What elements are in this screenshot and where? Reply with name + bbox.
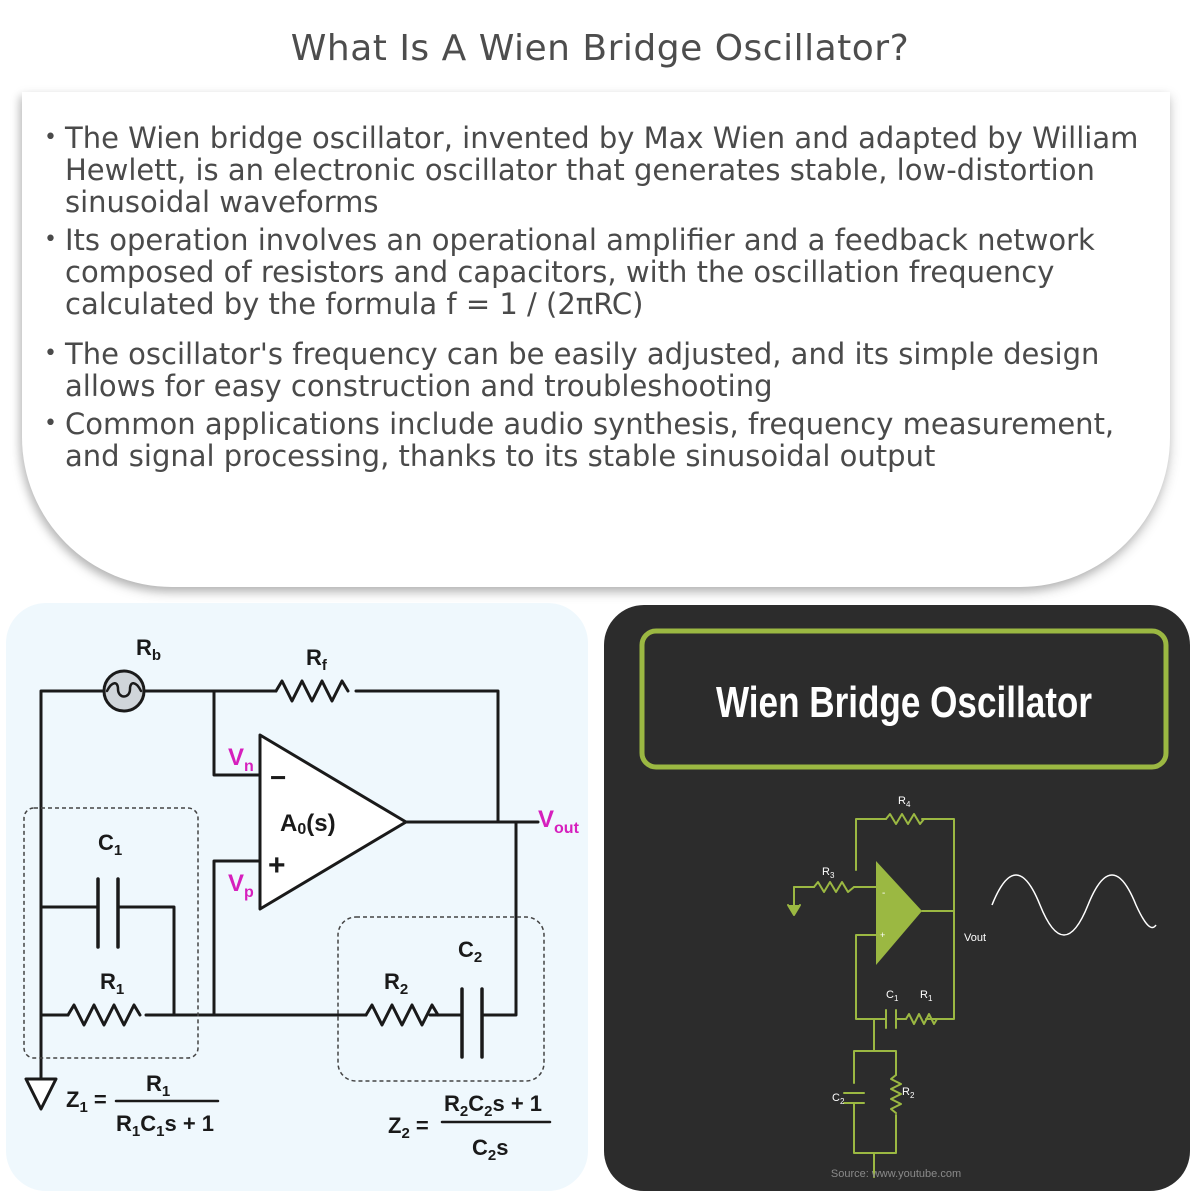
resistor-r1-icon [66, 1003, 142, 1027]
z1-numerator: R1 [146, 1071, 170, 1100]
resistor-rf-icon [274, 679, 350, 703]
capacitor-c2-icon [843, 1092, 865, 1104]
label-plus: + [268, 849, 286, 882]
capacitor-c1-icon [96, 877, 120, 949]
lamp-rb-icon [102, 669, 146, 713]
label-vout: Vout [964, 932, 986, 944]
bullet-list: The Wien bridge oscillator, invented by … [40, 122, 1160, 478]
wire-top [39, 689, 500, 1095]
label-minus: - [882, 888, 885, 899]
wien-bridge-schematic: Rb Rf − + A0(s) C1 R1 C2 R2 Z1 = R1 R1C1… [23, 635, 580, 1164]
z1-lhs: Z1 = [66, 1087, 107, 1116]
wire-c1 [39, 905, 176, 1017]
z2-numerator: R2C2s + 1 [444, 1091, 542, 1120]
label-minus: − [270, 762, 286, 793]
label-c1: C1 [886, 989, 899, 1003]
sine-wave-icon [991, 874, 1157, 936]
wire-vp [212, 859, 262, 1017]
wire-vn [212, 689, 262, 777]
bullet-item: Its operation involves an operational am… [40, 224, 1160, 320]
bullet-item: Common applications include audio synthe… [40, 408, 1160, 472]
capacitor-c1-icon [885, 1009, 897, 1029]
resistor-r2-icon [364, 1003, 440, 1027]
z1-dashed-box [23, 807, 199, 1059]
page-title: What Is A Wien Bridge Oscillator? [290, 28, 910, 69]
label-r1: R1 [100, 969, 124, 998]
wien-bridge-schematic-panel: Rb Rf − + A0(s) C1 R1 C2 R2 Z1 = R1 R1C1… [6, 603, 588, 1191]
resistor-r2-icon [890, 1074, 902, 1114]
label-r3: R3 [822, 866, 835, 880]
source-credit: Source: www.youtube.com [831, 1168, 961, 1180]
label-vp: Vp [228, 870, 254, 901]
wire-mid [39, 820, 518, 1017]
banner-title: Wien Bridge Oscillator [716, 678, 1092, 727]
bullet-item: The Wien bridge oscillator, invented by … [40, 122, 1160, 218]
z2-dashed-box [337, 916, 545, 1082]
z1-denominator: R1C1s + 1 [116, 1111, 214, 1140]
label-vout: Vout [538, 806, 580, 837]
label-c2: C2 [458, 937, 482, 966]
resistor-r1-icon [905, 1013, 938, 1025]
resistor-r4-icon [885, 813, 925, 825]
resistor-r3-icon [813, 881, 855, 893]
label-r2: R2 [902, 1086, 915, 1100]
label-r4: R4 [898, 795, 911, 809]
wien-bridge-chalkboard-panel: Wien Bridge Oscillator R4 R3 - + Vout C1… [604, 605, 1190, 1191]
title-banner [639, 628, 1169, 770]
wien-bridge-chalkboard: Wien Bridge Oscillator R4 R3 - + Vout C1… [639, 628, 1169, 1180]
label-vn: Vn [228, 744, 254, 775]
label-rf: Rf [306, 645, 328, 674]
label-rb: Rb [136, 635, 161, 664]
label-plus: + [880, 930, 885, 940]
capacitor-c2-icon [460, 987, 484, 1059]
label-c1: C1 [98, 830, 122, 859]
label-r2: R2 [384, 969, 408, 998]
op-amp-icon [876, 861, 922, 965]
bullet-item: The oscillator's frequency can be easily… [40, 338, 1160, 402]
z2-denominator: C2s [472, 1135, 508, 1164]
z2-lhs: Z2 = [388, 1113, 429, 1142]
label-r1: R1 [920, 989, 933, 1003]
label-c2: C2 [832, 1092, 845, 1106]
label-gain: A0(s) [280, 810, 336, 838]
ground-icon [24, 1077, 58, 1111]
op-amp-icon [258, 733, 408, 911]
